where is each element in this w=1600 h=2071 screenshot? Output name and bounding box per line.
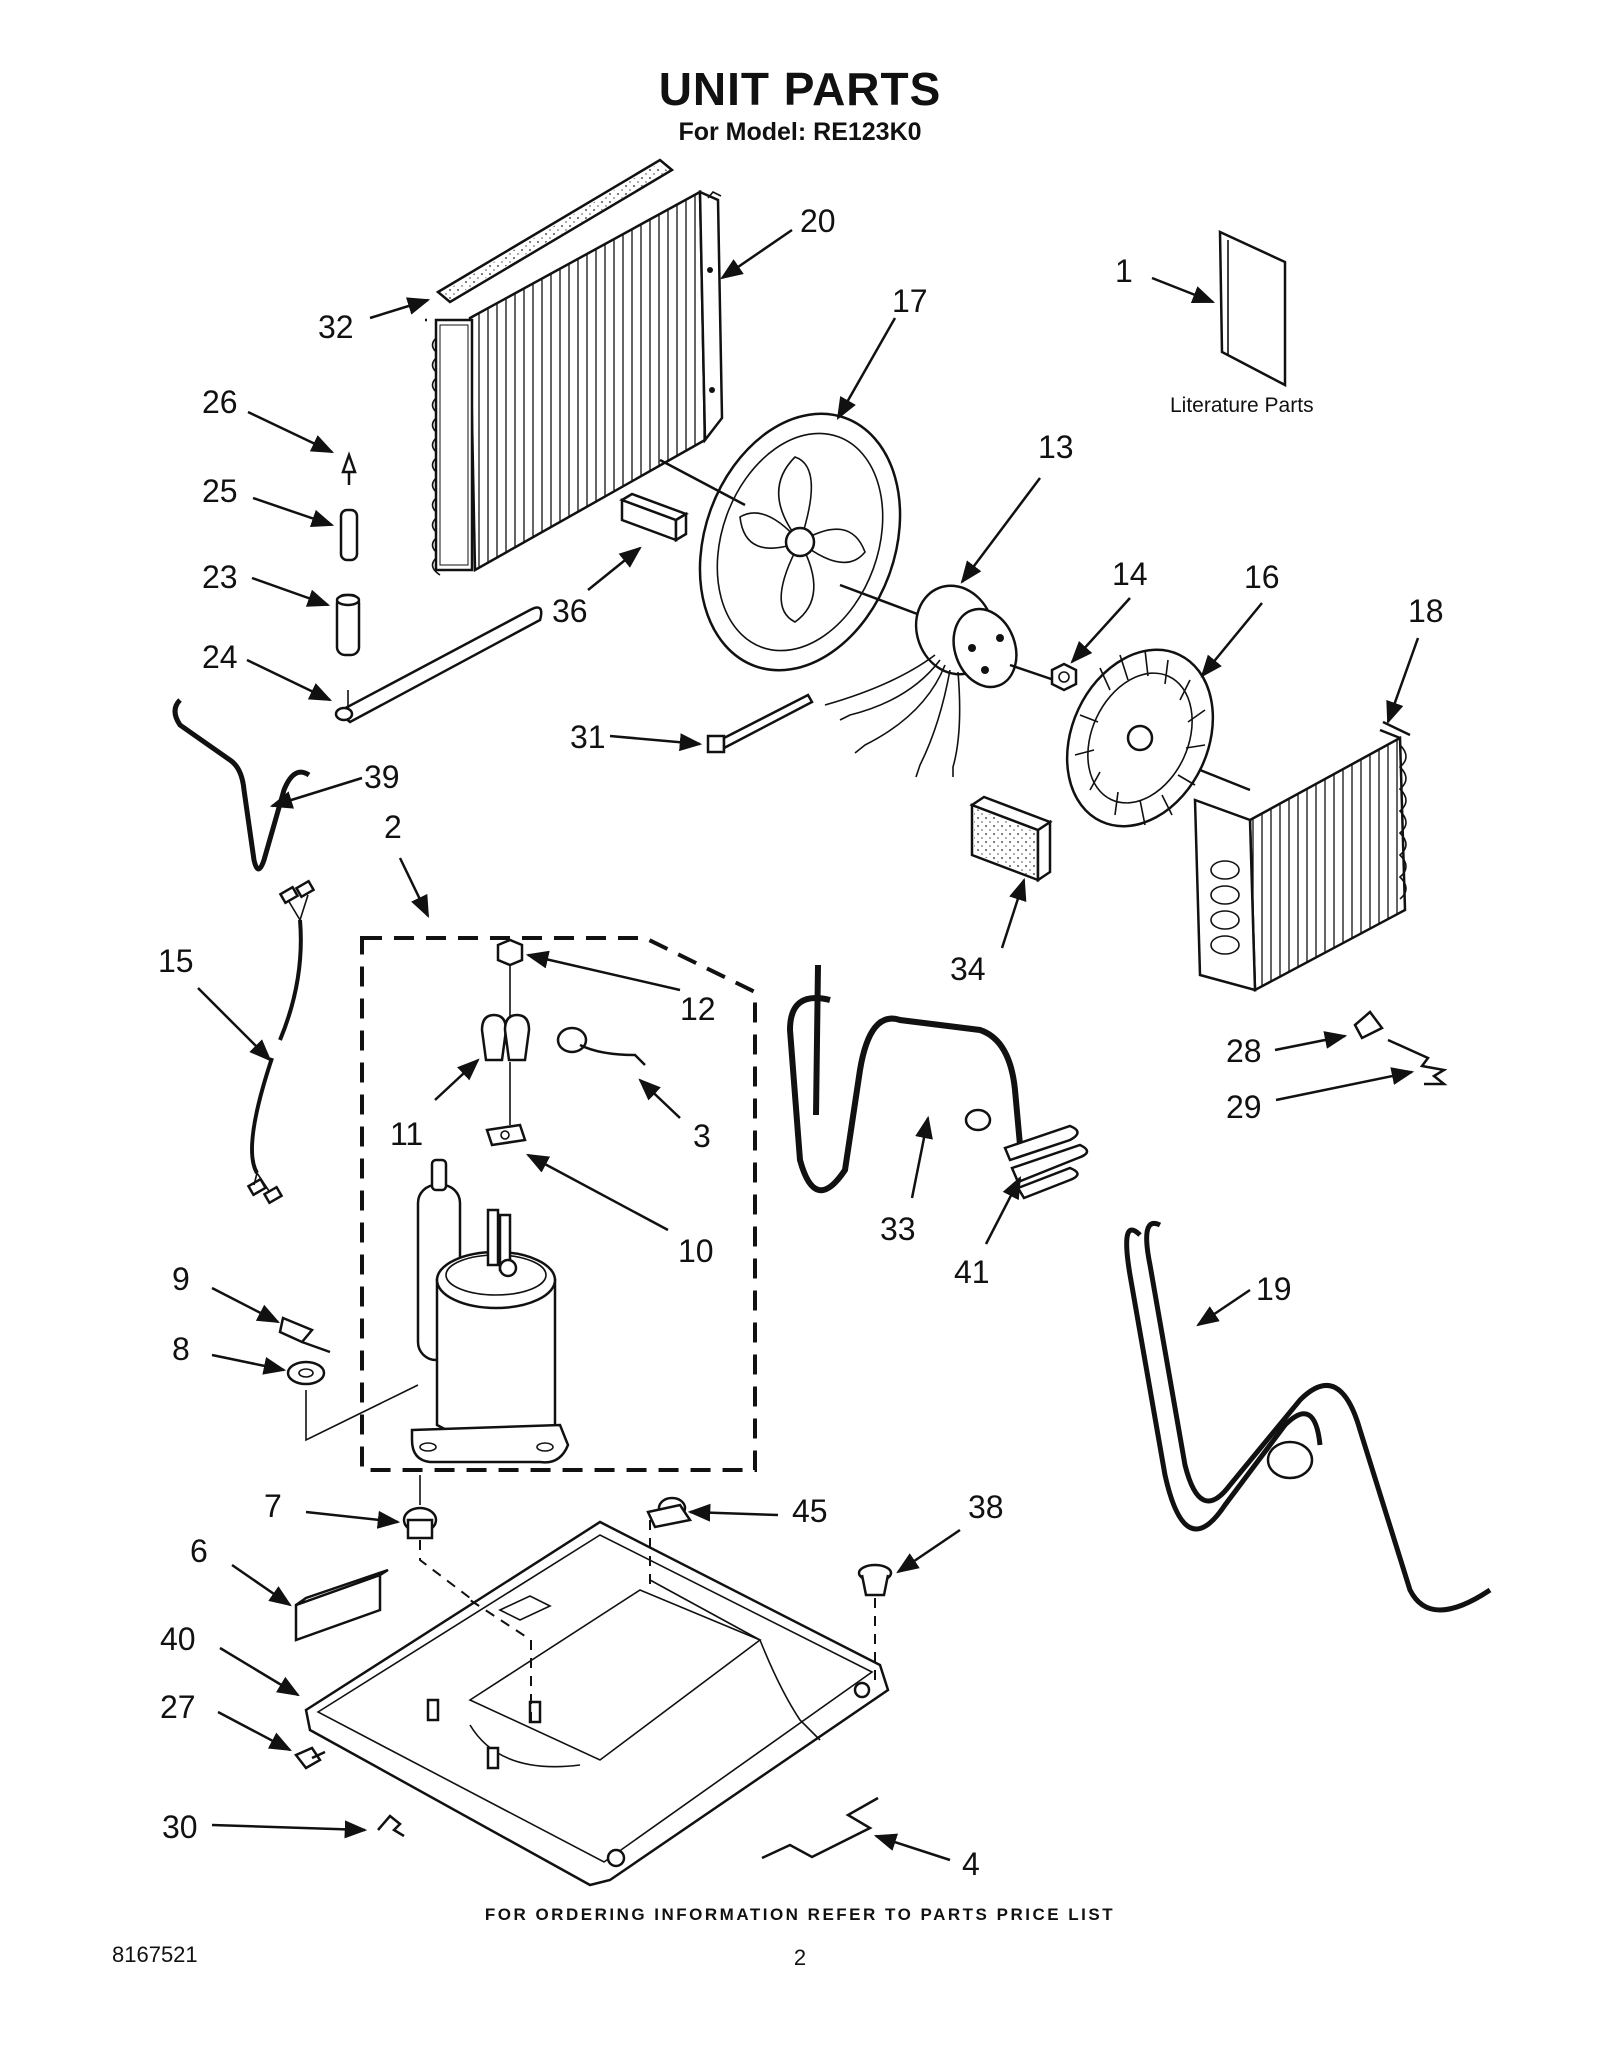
part-30-clip: [377, 1814, 405, 1838]
part-7-mount: [402, 1475, 438, 1540]
part-8-washer: [286, 1360, 419, 1442]
part-1-literature: [1218, 230, 1287, 388]
callout-32: 32: [318, 309, 354, 345]
callout-6: 6: [190, 1533, 208, 1569]
part-40-base-pan: [304, 1520, 890, 1887]
callout-27: 27: [160, 1689, 196, 1725]
part-3-overload: [556, 1026, 646, 1066]
literature-parts-label: Literature Parts: [1170, 394, 1314, 417]
part-15-wire-harness: [246, 879, 316, 1205]
part-14-nut: [1050, 662, 1078, 692]
part-18-evaporator-coil: [1193, 720, 1411, 993]
callout-8: 8: [172, 1331, 190, 1367]
part-23-valve-body: [335, 593, 361, 657]
callout-4: 4: [962, 1846, 980, 1882]
callout-16: 16: [1244, 559, 1280, 595]
callout-26: 26: [202, 384, 238, 420]
callout-36: 36: [552, 593, 588, 629]
callout-9: 9: [172, 1261, 190, 1297]
part-12-nut: [496, 938, 524, 1020]
callout-33: 33: [880, 1211, 916, 1247]
part-27-screw: [294, 1746, 326, 1770]
part-36-block: [619, 492, 689, 543]
part-26-valve-cap: [341, 451, 357, 485]
part-2-compressor-assembly: [360, 936, 757, 1472]
callout-1: 1: [1115, 253, 1133, 289]
callout-28: 28: [1226, 1033, 1262, 1069]
compressor: [410, 1158, 570, 1464]
callout-14: 14: [1112, 556, 1148, 592]
part-28-bracket: [1353, 1010, 1384, 1040]
part-33-tube: [786, 964, 1023, 1194]
callout-31: 31: [570, 719, 606, 755]
part-34-foam-block: [969, 795, 1053, 883]
ordering-note: FOR ORDERING INFORMATION REFER TO PARTS …: [484, 1905, 1116, 1924]
part-38-plug: [857, 1563, 893, 1597]
part-20-condenser-coil: [431, 189, 724, 576]
callout-3: 3: [693, 1118, 711, 1154]
page-number: 2: [793, 1945, 807, 1970]
callout-13: 13: [1038, 429, 1074, 465]
callout-40: 40: [160, 1621, 196, 1657]
part-32-foam-strip: [435, 158, 675, 304]
part-6-insulation: [294, 1568, 389, 1642]
part-10-clip: [485, 1123, 527, 1147]
callout-10: 10: [678, 1233, 714, 1269]
callout-38: 38: [968, 1489, 1004, 1525]
callout-23: 23: [202, 559, 238, 595]
leader-lines: [197, 228, 1420, 1862]
callout-7: 7: [264, 1488, 282, 1524]
callout-24: 24: [202, 639, 238, 675]
model-subtitle: For Model: RE123K0: [678, 118, 922, 146]
callout-12: 12: [680, 991, 716, 1027]
part-19-tube: [1124, 1220, 1492, 1613]
callout-39: 39: [364, 759, 400, 795]
part-16-blower-wheel: [1065, 648, 1251, 828]
callout-41: 41: [954, 1254, 990, 1290]
document-number: 8167521: [112, 1942, 198, 1967]
page-title: UNIT PARTS: [658, 63, 942, 115]
part-11-grommets: [480, 1013, 531, 1125]
callout-19: 19: [1256, 1271, 1292, 1307]
callout-15: 15: [158, 943, 194, 979]
part-13-fan-motor: [824, 583, 1061, 778]
part-29-clip: [1387, 1038, 1448, 1086]
callout-18: 18: [1408, 593, 1444, 629]
callout-45: 45: [792, 1493, 828, 1529]
callout-25: 25: [202, 473, 238, 509]
part-25-valve-core: [339, 508, 359, 562]
callout-20: 20: [800, 203, 836, 239]
callout-29: 29: [1226, 1089, 1262, 1125]
callout-30: 30: [162, 1809, 198, 1845]
part-41-tube-assembly: [1003, 1124, 1089, 1200]
part-4-bracket: [761, 1796, 879, 1860]
part-17-fan-shroud: [659, 412, 902, 672]
callout-34: 34: [950, 951, 986, 987]
callout-17: 17: [892, 283, 928, 319]
part-31-tie-strap: [706, 693, 814, 754]
part-39-tube: [172, 698, 311, 872]
part-24-tube: [334, 606, 543, 724]
part-45-thermostat: [646, 1496, 693, 1529]
callout-labels: 1 2 3 4 6 7 8 9 10 11 12 13 14 15 16 17 …: [158, 203, 1444, 1882]
callout-11: 11: [390, 1116, 423, 1152]
part-9-bracket: [278, 1316, 331, 1354]
callout-2: 2: [384, 809, 402, 845]
